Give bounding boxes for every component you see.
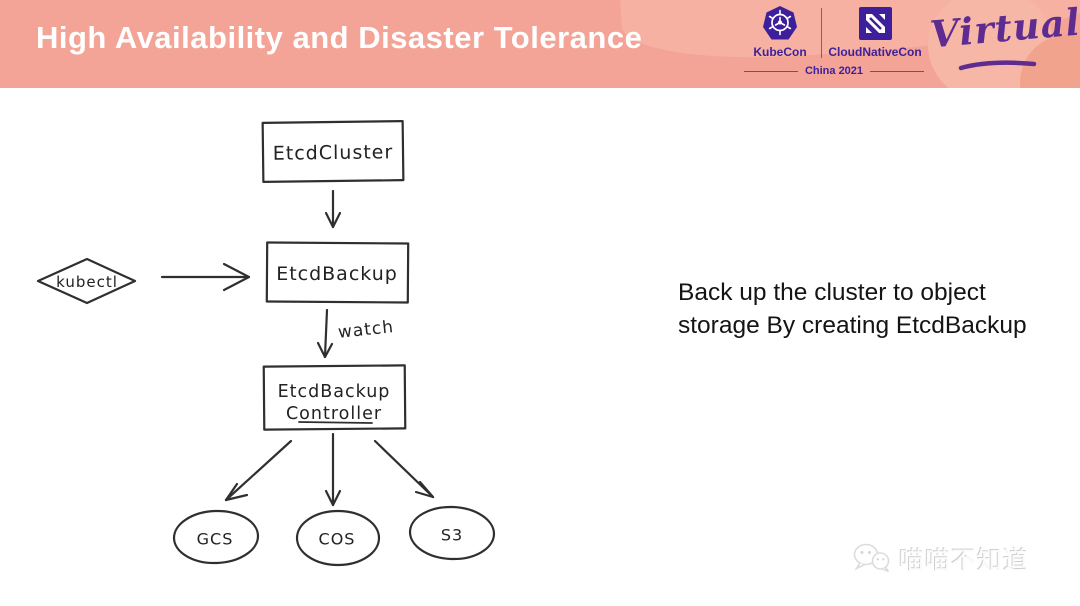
annotation-line-2: storage By creating EtcdBackup bbox=[678, 312, 1027, 339]
etcd-backup-flow-diagram: EtcdCluster kubectl EtcdBackup watch Etc… bbox=[36, 120, 496, 567]
s3-node-ellipse bbox=[408, 505, 496, 561]
gcs-label: GCS bbox=[197, 530, 234, 549]
arrow-controller-to-gcs bbox=[224, 439, 293, 502]
event-edition: China 2021 bbox=[744, 65, 924, 77]
logo-divider bbox=[821, 8, 822, 58]
virtual-label: Virtual bbox=[928, 0, 1080, 57]
wechat-watermark: 喵喵不知道 bbox=[851, 541, 1029, 577]
event-label: China 2021 bbox=[804, 65, 864, 77]
watch-edge-label: watch bbox=[337, 317, 395, 343]
s3-label: S3 bbox=[441, 526, 463, 545]
slide-title: High Availability and Disaster Tolerance bbox=[36, 20, 643, 55]
wechat-icon bbox=[853, 543, 890, 573]
kubecon-logo: KubeCon bbox=[744, 5, 816, 59]
controller-label-line1: EtcdBackup bbox=[278, 382, 391, 402]
etcdbackup-label: EtcdBackup bbox=[276, 263, 398, 285]
slide-header: High Availability and Disaster Tolerance bbox=[0, 0, 1080, 88]
etcdcluster-node-box bbox=[261, 120, 405, 183]
controller-label-line2: Controller bbox=[286, 404, 382, 424]
virtual-badge: Virtual bbox=[928, 0, 1080, 71]
kubectl-node-diamond bbox=[36, 257, 137, 305]
gcs-node-ellipse bbox=[172, 509, 260, 565]
cos-node-ellipse bbox=[295, 509, 381, 567]
kubernetes-helm-icon bbox=[762, 5, 798, 42]
etcdcluster-label: EtcdCluster bbox=[273, 141, 394, 164]
arrow-controller-to-s3 bbox=[373, 439, 435, 499]
event-line-right bbox=[870, 70, 924, 72]
annotation-text: Back up the cluster to object storage By… bbox=[678, 276, 1068, 342]
kubecon-label: KubeCon bbox=[753, 45, 807, 59]
controller-underline bbox=[298, 421, 373, 424]
arrow-controller-to-cos bbox=[324, 432, 342, 507]
arrow-kubectl-to-backup bbox=[160, 262, 251, 292]
event-line-left bbox=[744, 70, 798, 72]
annotation-line-1: Back up the cluster to object bbox=[678, 279, 986, 306]
cloudnativecon-label: CloudNativeCon bbox=[828, 45, 922, 59]
conference-logo-lockup: KubeCon CloudNativeCon China 2021 bbox=[744, 5, 924, 77]
cloudnativecon-icon bbox=[858, 5, 892, 42]
virtual-underline-swoosh bbox=[958, 60, 1037, 71]
kubectl-label: kubectl bbox=[56, 273, 118, 291]
watermark-text: 喵喵不知道 bbox=[899, 547, 1030, 575]
arrow-cluster-to-backup bbox=[324, 189, 342, 229]
cos-label: COS bbox=[319, 530, 356, 549]
etcdbackup-node-box bbox=[265, 241, 410, 304]
arrow-backup-to-controller bbox=[316, 308, 334, 359]
etcdbackup-controller-node-box bbox=[262, 364, 407, 431]
cloudnativecon-logo: CloudNativeCon bbox=[827, 5, 923, 59]
